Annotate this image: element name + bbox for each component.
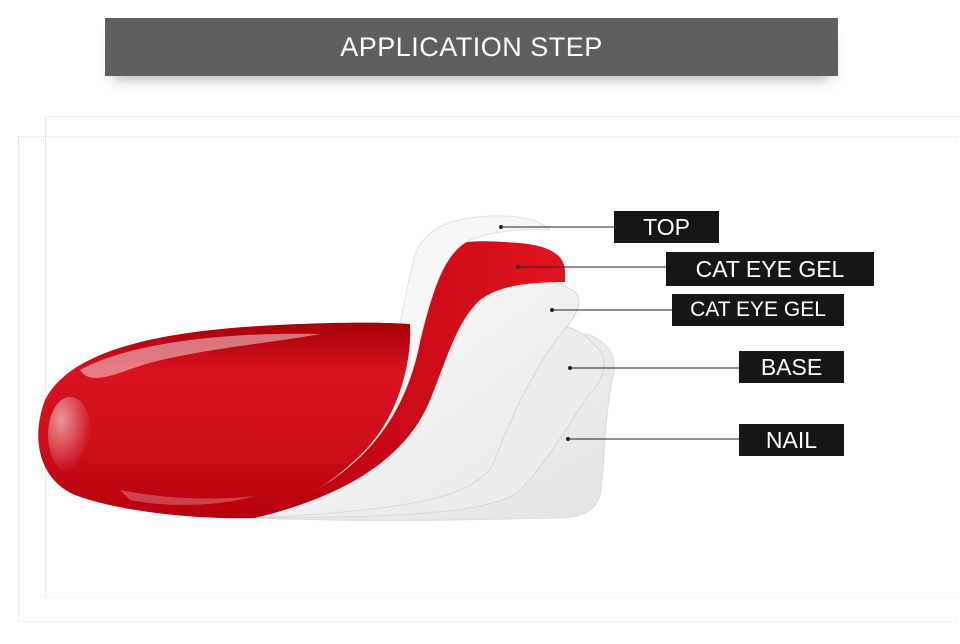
cat-eye-gel-1-layer-shape xyxy=(255,241,565,518)
nail-shine-upper xyxy=(80,333,320,378)
label-base: BASE xyxy=(739,351,844,383)
page-title: APPLICATION STEP xyxy=(340,31,603,62)
label-cat-eye-gel-1: CAT EYE GEL xyxy=(666,252,874,286)
leader-dots xyxy=(499,225,572,441)
label-cat-eye-gel-2: CAT EYE GEL xyxy=(672,294,844,326)
nail-shine-lower xyxy=(120,490,255,505)
label-top: TOP xyxy=(614,211,719,243)
label-nail: NAIL xyxy=(739,424,844,456)
title-banner: APPLICATION STEP xyxy=(105,18,838,76)
nail-shine-left xyxy=(48,397,92,473)
outer-dotted-frame xyxy=(18,136,958,622)
leader-lines xyxy=(501,226,739,440)
inner-dotted-frame xyxy=(45,116,960,598)
red-nail-body xyxy=(38,322,411,519)
